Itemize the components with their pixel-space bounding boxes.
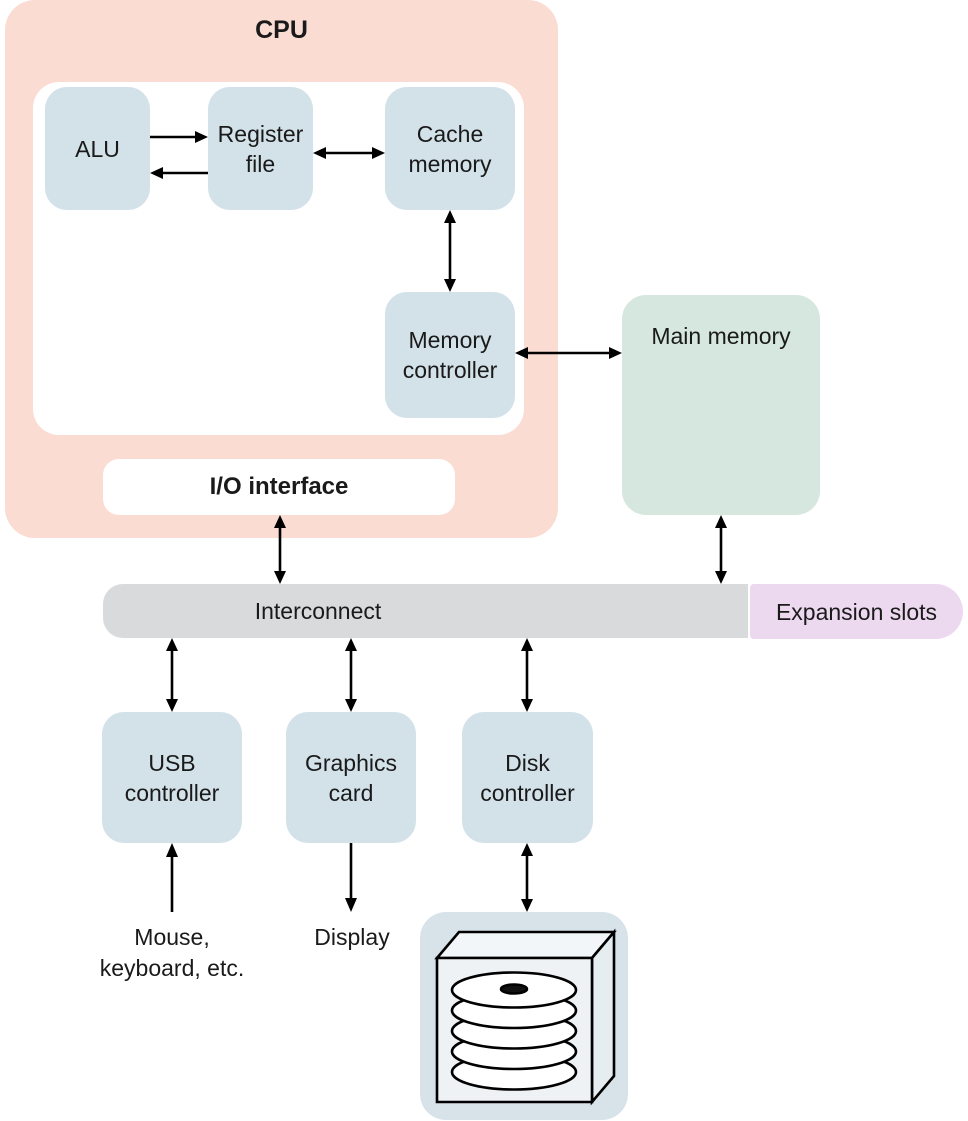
arrow-interconnect-usb-controller-bidirectional [166,638,178,712]
alu-label: ALU [75,135,120,162]
expansion-slots-node: Expansion slots [750,584,963,639]
usb-controller-label: USB controller [124,749,220,806]
arrow-input-devices-to-usb-controller [166,843,178,912]
memory-controller-label: Memory controller [402,327,498,383]
graphics-card-node: Graphics card [286,712,416,843]
cache-memory-label: Cache memory [408,120,492,177]
io-interface-label: I/O interface [209,473,349,500]
register-file-label: Register file [217,120,304,177]
arrow-disk-controller-disk-drive-bidirectional [521,843,533,912]
io-interface-node: I/O interface [103,459,455,515]
display-label: Display [314,924,390,950]
arrow-interconnect-disk-controller-bidirectional [521,638,533,712]
input-devices-line1: Mouse, [134,924,210,950]
disk-controller-label: Disk controller [480,749,575,806]
register-file-node: Register file [208,87,313,210]
alu-node: ALU [45,87,150,210]
arrow-main-memory-interconnect-bidirectional [715,515,727,584]
interconnect-label: Interconnect [254,598,382,624]
main-memory-label: Main memory [651,323,791,349]
graphics-card-label: Graphics card [304,749,398,806]
input-devices-label: Mouse, keyboard, etc. [72,922,272,984]
cpu-title: CPU [255,16,308,44]
input-devices-line2: keyboard, etc. [99,955,245,981]
interconnect-bus: Interconnect [103,584,748,638]
usb-controller-node: USB controller [102,712,242,843]
arrow-interconnect-graphics-card-bidirectional [345,638,357,712]
arrow-graphics-card-to-display [345,843,357,912]
disk-drive-panel [420,912,628,1120]
expansion-slots-label: Expansion slots [775,598,938,625]
memory-controller-node: Memory controller [385,292,515,418]
main-memory-node: Main memory [622,295,820,515]
disk-controller-node: Disk controller [462,712,593,843]
cache-memory-node: Cache memory [385,87,515,210]
